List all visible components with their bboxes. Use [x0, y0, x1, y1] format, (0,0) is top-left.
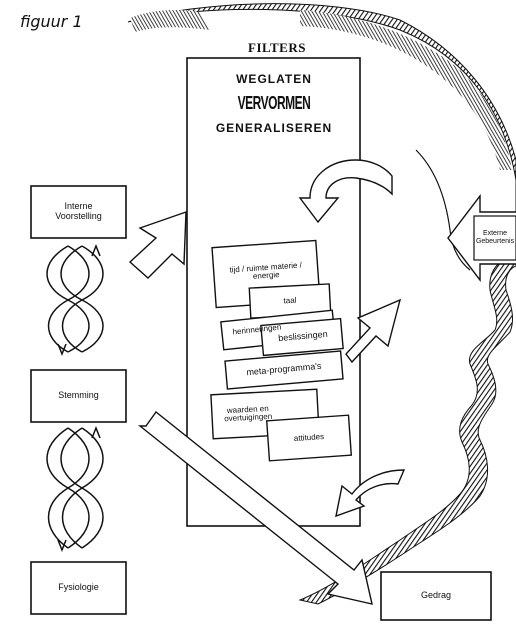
node-label-externe-gebeurtenis: Externe Gebeurtenis — [475, 230, 515, 245]
curved-arrow-bottom — [335, 469, 406, 518]
node-box-fysiologie — [30, 561, 127, 615]
braid-upper — [46, 243, 104, 357]
node-label-stemming: Stemming — [58, 390, 99, 401]
figure-caption: figuur 1 — [20, 12, 83, 31]
filter-process-vervormen: VERVORMEN — [237, 92, 311, 114]
filter-cards — [210, 239, 353, 462]
node-box-interne-voorstelling — [30, 185, 127, 239]
node-label-interne-voorstelling: Interne Voorstelling — [55, 201, 102, 221]
node-label-fysiologie: Fysiologie — [58, 582, 99, 593]
filter-process-weglaten: WEGLATEN — [236, 72, 312, 86]
node-label-gedrag: Gedrag — [420, 590, 452, 601]
braid-lower — [46, 425, 104, 553]
curved-arrow-middle — [345, 298, 402, 364]
node-box-externe-gebeurtenis — [473, 215, 516, 261]
arrow-to-interne-voorstelling — [128, 211, 187, 279]
filter-card-attitudes: attitudes — [293, 431, 325, 443]
filters-title: FILTERS — [248, 40, 306, 55]
arrow-stemming-to-gedrag — [138, 410, 373, 605]
node-box-stemming — [30, 369, 127, 423]
filter-process-generaliseren: GENERALISEREN — [215, 121, 333, 135]
node-box-gedrag — [380, 571, 492, 621]
head-silhouette — [127, 3, 516, 605]
curved-arrow-top — [298, 159, 393, 224]
filter-card-taal: taal — [283, 295, 297, 306]
